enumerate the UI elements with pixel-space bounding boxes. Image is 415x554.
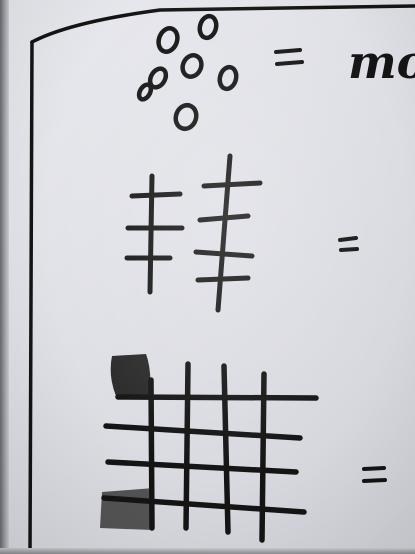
circles-symbol bbox=[137, 14, 239, 131]
equals-sign-row2 bbox=[340, 238, 357, 250]
circle-mark bbox=[179, 52, 205, 80]
circle-mark bbox=[197, 14, 218, 39]
grid-symbol bbox=[100, 354, 316, 540]
circle-mark bbox=[172, 102, 199, 131]
filled-corner-bottom bbox=[100, 488, 154, 530]
circle-mark bbox=[137, 83, 154, 102]
circle-mark bbox=[217, 65, 238, 90]
frame-border-left-line bbox=[30, 42, 32, 554]
equals-sign-row3 bbox=[364, 468, 385, 481]
row1-partial-word: mo bbox=[348, 35, 415, 89]
circle-mark bbox=[155, 26, 180, 55]
equals-sign-row1 bbox=[276, 50, 302, 64]
page-edge-bottom bbox=[0, 548, 415, 554]
filled-corner-top bbox=[111, 354, 151, 398]
tally-sticks-symbol bbox=[127, 156, 260, 310]
